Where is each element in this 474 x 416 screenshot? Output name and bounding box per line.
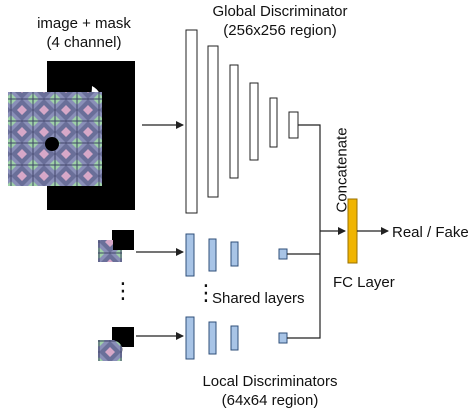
- local-discriminator-bottom: [185, 316, 288, 360]
- local-discriminators-region: (64x64 region): [221, 392, 319, 409]
- local-top-layer-3: [230, 241, 239, 267]
- ellipsis-middle: ⋮: [195, 280, 217, 305]
- local-discriminators-title: Local Discriminators: [202, 373, 338, 390]
- connectors: [136, 121, 389, 340]
- input-image-mask: [8, 61, 135, 210]
- shared-layers-label: Shared layers: [212, 290, 305, 307]
- local-top-layer-1: [185, 233, 195, 277]
- fc-layer: [347, 198, 358, 264]
- local-bottom-to-concat-line: [287, 231, 321, 339]
- local-discriminator-top: [185, 233, 288, 277]
- local-patch-bottom: [98, 327, 134, 361]
- global-discriminator-label: Global Discriminator (256x256 region): [175, 2, 385, 40]
- local-bottom-layer-1: [185, 316, 195, 360]
- local-patch-top: [98, 230, 134, 262]
- global-discriminator-region: (256x256 region): [223, 22, 337, 39]
- global-layer-1: [185, 29, 198, 214]
- local-top-layer-2: [208, 238, 217, 272]
- global-layer-2: [207, 45, 219, 198]
- output-label: Real / Fake: [392, 224, 469, 241]
- local-bottom-layer-3: [230, 325, 239, 351]
- global-layer-5: [269, 97, 278, 148]
- global-layer-6: [288, 111, 299, 139]
- local-discriminators-label: Local Discriminators (64x64 region): [160, 372, 380, 410]
- global-to-concat-line: [298, 124, 321, 231]
- local-top-layer-4: [278, 248, 288, 260]
- global-layer-4: [249, 82, 259, 161]
- local-bottom-layer-4: [278, 332, 288, 344]
- global-discriminator-title: Global Discriminator: [212, 3, 348, 20]
- input-label: image + mask (4 channel): [4, 14, 164, 52]
- global-discriminator: [185, 29, 299, 214]
- ellipsis-left: ⋮: [112, 278, 134, 303]
- global-layer-3: [229, 64, 239, 179]
- input-label-line1: image + mask: [37, 15, 131, 32]
- input-label-line2: (4 channel): [46, 34, 122, 51]
- fc-layer-label: FC Layer: [333, 274, 395, 291]
- image-hole: [45, 137, 59, 151]
- local-bottom-layer-2: [208, 321, 217, 355]
